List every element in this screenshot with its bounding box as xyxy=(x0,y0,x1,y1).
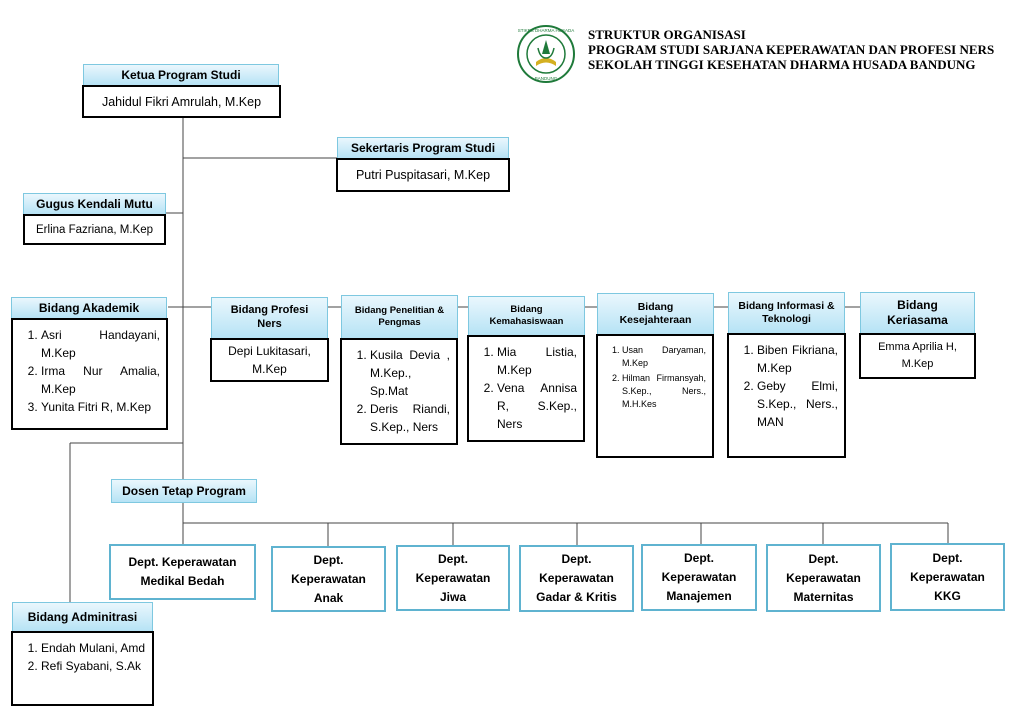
dept-line-1: Dept. xyxy=(684,551,714,565)
informasi-title-1: Bidang Informasi & xyxy=(738,299,835,312)
dept-line-1: Dept. xyxy=(561,552,592,566)
kesejahteraan-title-1: Bidang xyxy=(637,300,674,313)
dept-line-3: Maternitas xyxy=(793,589,854,604)
ketua-title: Ketua Program Studi xyxy=(83,64,279,86)
sekertaris-name-text: Putri Puspitasari, M.Kep xyxy=(355,168,491,182)
profesi-name-1: Depi Lukitasari, xyxy=(228,344,311,358)
dept-line-2: Medikal Bedah xyxy=(140,574,225,588)
sekertaris-title: Sekertaris Program Studi xyxy=(337,137,509,159)
dept-line-2: Keperawatan xyxy=(910,569,985,584)
kemahasiswaan-member: Vena Annisa R, S.Kep., Ners xyxy=(497,379,577,433)
administrasi-member: Refi Syabani, S.Ak xyxy=(41,657,146,675)
dept-line-2: Keperawatan xyxy=(661,570,737,584)
dept-line-1: Dept. xyxy=(438,551,468,566)
gugus-title: Gugus Kendali Mutu xyxy=(23,193,166,215)
dept-line-3: Manajemen xyxy=(666,589,732,603)
penelitian-title-2: Pengmas xyxy=(378,317,421,328)
akademik-title: Bidang Akademik xyxy=(11,297,167,319)
title-line-2: PROGRAM STUDI SARJANA KEPERAWATAN DAN PR… xyxy=(588,42,995,57)
dept-line-3: Gadar & Kritis xyxy=(536,590,617,604)
dept-line-1: Dept. xyxy=(932,550,963,565)
profesi-title-1: Bidang Profesi xyxy=(230,304,309,317)
ketua-name-text: Jahidul Fikri Amrulah, M.Kep xyxy=(101,94,262,109)
dept-jiwa: Dept. Keperawatan Jiwa xyxy=(396,545,510,611)
kesejahteraan-member: Hilman Firmansyah, S.Kep., Ners., M.H.Ke… xyxy=(622,372,706,411)
penelitian-title-1: Bidang Penelitian & xyxy=(354,305,445,317)
akademik-member: Irma Nur Amalia, M.Kep xyxy=(41,362,160,398)
dept-line-2: Keperawatan xyxy=(786,570,861,585)
penelitian-member: Kusila Devia , M.Kep., Sp.Mat xyxy=(370,346,450,400)
dept-medikal-bedah: Dept. Keperawatan Medikal Bedah xyxy=(109,544,256,600)
gugus-name: Erlina Fazriana, M.Kep xyxy=(23,214,166,245)
logo-ring-text-top: STIKES DHARMA HUSADA xyxy=(518,28,575,33)
informasi-member: Geby Elmi, S.Kep., Ners., MAN xyxy=(757,377,838,431)
kemahasiswaan-title-1: Bidang xyxy=(510,304,543,316)
kerjasama-title-1: Bidang xyxy=(897,298,938,312)
kesejahteraan-members: Usan Daryaman, M.Kep Hilman Firmansyah, … xyxy=(596,334,714,458)
administrasi-member: Endah Mulani, Amd xyxy=(41,639,146,657)
sekertaris-name: Putri Puspitasari, M.Kep xyxy=(336,158,510,192)
dept-line-2: Keperawatan xyxy=(539,571,614,585)
dept-maternitas: Dept. Keperawatan Maternitas xyxy=(766,544,881,612)
dept-line-3: Anak xyxy=(313,590,344,605)
akademik-member: Yunita Fitri R, M.Kep xyxy=(41,398,160,416)
kerjasama-name-1: Emma Aprilia H, xyxy=(878,341,957,353)
penelitian-members: Kusila Devia , M.Kep., Sp.Mat Deris Rian… xyxy=(340,338,458,445)
logo-ring-text-bottom: BANDUNG xyxy=(535,76,558,81)
profesi-name-2: M.Kep xyxy=(252,362,287,376)
kerjasama-name: Emma Aprilia H, M.Kep xyxy=(859,333,976,379)
kemahasiswaan-members: Mia Listia, M.Kep Vena Annisa R, S.Kep.,… xyxy=(467,335,585,442)
kerjasama-title: Bidang Keriasama xyxy=(860,292,975,334)
informasi-title: Bidang Informasi & Teknologi xyxy=(728,292,845,334)
dept-line-1: Dept. Keperawatan xyxy=(128,555,237,569)
administrasi-members: Endah Mulani, Amd Refi Syabani, S.Ak xyxy=(11,631,154,706)
kerjasama-title-2: Keriasama xyxy=(887,313,948,327)
gugus-name-text: Erlina Fazriana, M.Kep xyxy=(36,223,153,236)
profesi-title: Bidang Profesi Ners xyxy=(211,297,328,339)
penelitian-member: Deris Riandi, S.Kep., Ners xyxy=(370,400,450,436)
profesi-name: Depi Lukitasari, M.Kep xyxy=(210,338,329,382)
penelitian-title: Bidang Penelitian & Pengmas xyxy=(341,295,458,339)
administrasi-title: Bidang Adminitrasi xyxy=(12,602,153,632)
akademik-member: Asri Handayani, M.Kep xyxy=(41,326,160,362)
dept-anak: Dept. Keperawatan Anak xyxy=(271,546,386,612)
ketua-name: Jahidul Fikri Amrulah, M.Kep xyxy=(82,85,281,118)
informasi-members: Biben Fikriana, M.Kep Geby Elmi, S.Kep.,… xyxy=(727,333,846,458)
kesejahteraan-title-2: Kesejahteraan xyxy=(619,314,692,326)
dept-manajemen: Dept. Keperawatan Manajemen xyxy=(641,544,757,611)
dept-line-2: Keperawatan xyxy=(291,571,366,586)
profesi-title-2: Ners xyxy=(257,318,282,330)
dept-line-3: Jiwa xyxy=(439,589,466,604)
dosen-title: Dosen Tetap Program xyxy=(111,479,257,503)
informasi-member: Biben Fikriana, M.Kep xyxy=(757,341,838,377)
kesejahteraan-member: Usan Daryaman, M.Kep xyxy=(622,344,706,370)
dept-line-2: Keperawatan xyxy=(415,570,491,585)
kemahasiswaan-member: Mia Listia, M.Kep xyxy=(497,343,577,379)
kemahasiswaan-title-2: Kemahasiswaan xyxy=(489,316,564,327)
informasi-title-2: Teknologi xyxy=(762,313,811,325)
dept-line-1: Dept. xyxy=(313,552,344,567)
kerjasama-name-2: M.Kep xyxy=(901,358,934,370)
college-logo: STIKES DHARMA HUSADA BANDUNG xyxy=(517,25,575,83)
akademik-members: Asri Handayani, M.Kep Irma Nur Amalia, M… xyxy=(11,318,168,430)
title-line-3: SEKOLAH TINGGI KESEHATAN DHARMA HUSADA B… xyxy=(588,57,976,72)
org-title: STRUKTUR ORGANISASI PROGRAM STUDI SARJAN… xyxy=(588,27,994,72)
dept-gadar-kritis: Dept. Keperawatan Gadar & Kritis xyxy=(519,545,634,612)
kemahasiswaan-title: Bidang Kemahasiswaan xyxy=(468,296,585,336)
dept-kkg: Dept. Keperawatan KKG xyxy=(890,543,1005,611)
dept-line-3: KKG xyxy=(934,588,961,603)
kesejahteraan-title: Bidang Kesejahteraan xyxy=(597,293,714,335)
dept-line-1: Dept. xyxy=(808,551,839,566)
title-line-1: STRUKTUR ORGANISASI xyxy=(588,27,746,42)
